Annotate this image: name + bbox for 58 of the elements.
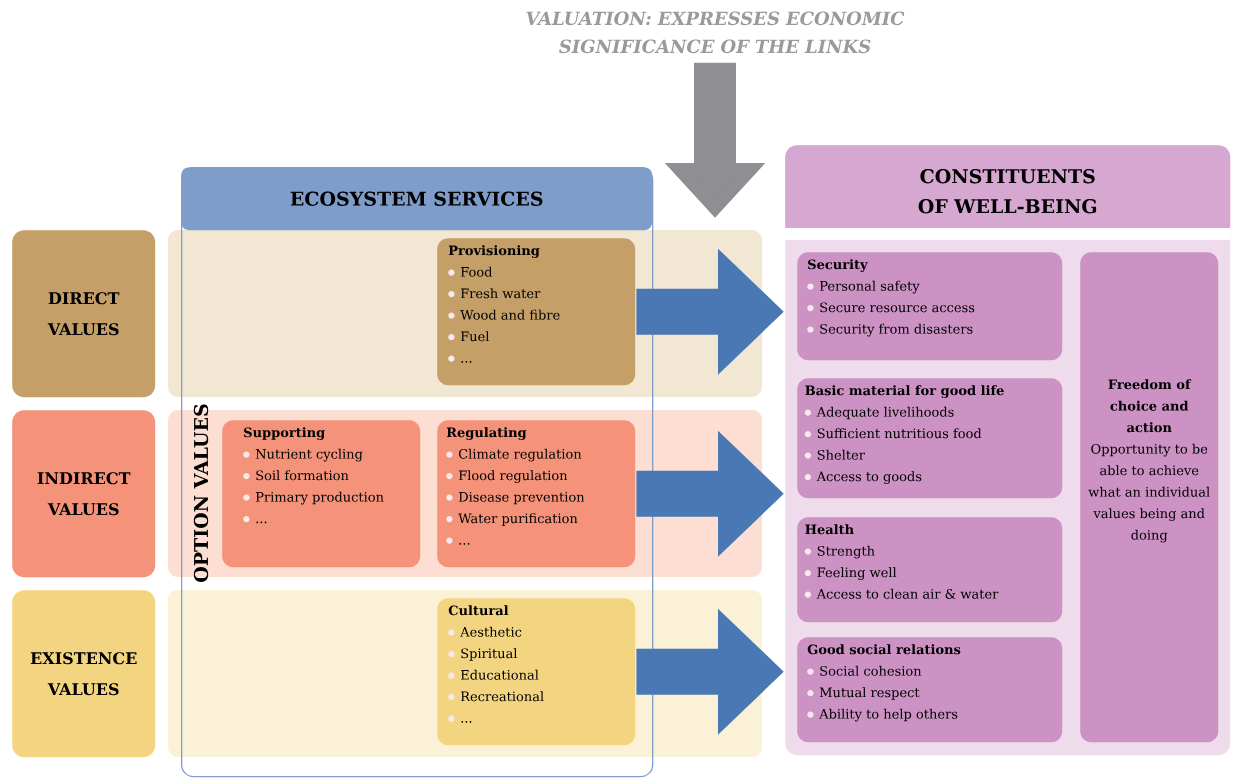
- list-item: Ability to help others: [807, 708, 958, 722]
- list-item: Flood regulation: [446, 470, 568, 483]
- list-item: Soil formation: [243, 470, 349, 481]
- list-item: Climate regulation: [446, 448, 582, 462]
- box-heading: Health: [805, 524, 854, 535]
- box-heading: Freedom of choice and action: [1108, 379, 1192, 433]
- list-item: Access to goods: [804, 471, 922, 484]
- list-item: Fresh water: [448, 288, 541, 299]
- category-box: [797, 378, 1063, 499]
- category-box: [222, 420, 421, 568]
- category-box: [797, 252, 1063, 361]
- category-box: [797, 517, 1063, 623]
- list-item: Strength: [804, 545, 875, 559]
- list-item: Feeling well: [804, 567, 897, 580]
- box-heading: Security: [808, 259, 868, 272]
- row-label-box: INDIRECT VALUES: [12, 410, 156, 578]
- list-item: ...: [448, 715, 472, 723]
- list-item: Educational: [448, 669, 539, 680]
- box-heading: Basic material for good life: [805, 385, 1004, 398]
- row-label-box: DIRECT VALUES: [12, 230, 156, 398]
- category-box: [437, 598, 636, 746]
- category-box: [437, 238, 636, 386]
- category-box: [437, 420, 636, 568]
- description-text: Opportunity to be able to achieve what an individual values being and doing: [1088, 443, 1210, 543]
- list-item: Nutrient cycling: [243, 448, 363, 462]
- list-item: Sufficient nutritious food: [804, 428, 982, 439]
- list-item: Adequate livelihoods: [804, 406, 954, 420]
- list-item: Recreational: [448, 691, 544, 702]
- box-heading: Cultural: [448, 605, 509, 616]
- list-item: Shelter: [804, 449, 865, 460]
- list-item: Water purification: [446, 513, 578, 526]
- list-item: Fuel: [448, 331, 490, 342]
- box-heading: Good social relations: [807, 644, 961, 655]
- box-heading: Provisioning: [448, 245, 540, 258]
- list-item: ...: [243, 515, 267, 524]
- panel-header: CONSTITUENTS OF WELL-BEING: [785, 145, 1231, 240]
- category-box: [1080, 252, 1219, 743]
- heading-text: VALUATION: EXPRESSES ECONOMIC SIGNIFICANCE OF THE LINKS: [526, 11, 905, 54]
- box-heading: Regulating: [446, 427, 527, 440]
- list-item: Food: [448, 266, 493, 277]
- list-item: Aesthetic: [448, 626, 522, 637]
- list-item: ...: [448, 355, 472, 363]
- vertical-label: OPTION VALUES: [193, 404, 209, 582]
- list-item: Access to clean air & water: [804, 588, 999, 599]
- list-item: Wood and fibre: [448, 309, 560, 320]
- row-label-box: EXISTENCE VALUES: [12, 590, 156, 758]
- list-item: Mutual respect: [807, 687, 920, 700]
- list-item: Disease prevention: [446, 492, 585, 505]
- category-box: [797, 637, 1063, 743]
- list-item: Personal safety: [807, 280, 920, 294]
- list-item: ...: [446, 537, 470, 545]
- list-item: Secure resource access: [807, 302, 975, 313]
- box-heading: Supporting: [244, 427, 325, 440]
- list-item: Security from disasters: [807, 323, 973, 337]
- panel-header: ECOSYSTEM SERVICES: [181, 167, 653, 231]
- list-item: Social cohesion: [807, 665, 922, 676]
- list-item: Spiritual: [448, 648, 518, 661]
- list-item: Primary production: [243, 491, 384, 505]
